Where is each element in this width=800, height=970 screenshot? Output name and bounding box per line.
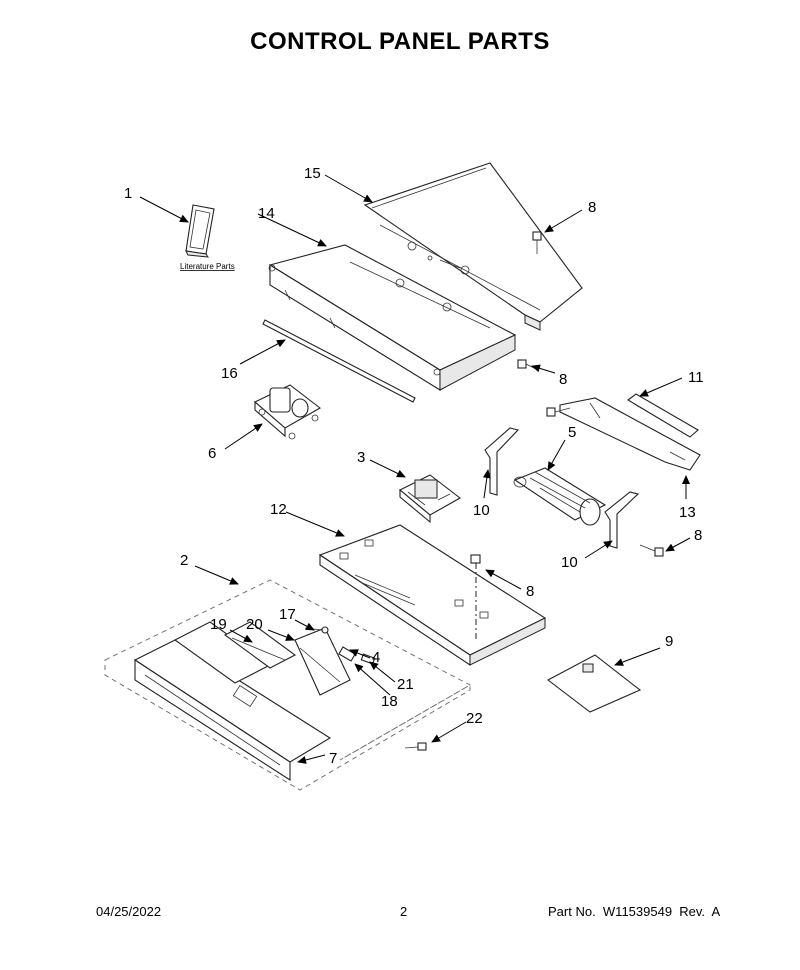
- control-board: [294, 627, 351, 696]
- cover-plate: [546, 654, 642, 713]
- literature-parts-label: Literature Parts: [180, 262, 235, 271]
- callout-10-right: 10: [561, 554, 578, 571]
- trim-strip: [627, 393, 699, 438]
- transformer-assembly: [254, 384, 321, 440]
- screw-8-top: [532, 231, 542, 254]
- callout-labels: 1 15 8 14 16 8 11 6 3 5 10 13 12 8 10 8 …: [124, 165, 704, 767]
- footer-date: 04/25/2022: [96, 904, 162, 919]
- callout-20: 20: [246, 616, 263, 633]
- callout-14: 14: [258, 205, 275, 222]
- callout-9: 9: [665, 633, 673, 650]
- display-board: [173, 621, 297, 684]
- callout-18: 18: [381, 693, 398, 710]
- cooling-fan: [513, 467, 607, 526]
- page-title: CONTROL PANEL PARTS: [250, 28, 550, 55]
- callout-5: 5: [568, 424, 576, 441]
- connector: [338, 646, 356, 662]
- callout-11: 11: [688, 369, 704, 386]
- rear-bracket: [559, 397, 701, 471]
- mounting-bracket-left: [484, 427, 520, 496]
- literature-booklet: [185, 204, 215, 258]
- callout-3: 3: [357, 449, 365, 466]
- callout-4: 4: [372, 649, 380, 666]
- assembly-outline: [104, 579, 471, 791]
- screw-8-chassis: [470, 554, 481, 640]
- callout-15: 15: [304, 165, 321, 182]
- screw-8-bracket: [546, 407, 571, 417]
- callout-16: 16: [221, 365, 238, 382]
- callout-8-right: 8: [694, 527, 702, 544]
- leader-lines: [139, 174, 691, 764]
- callout-8-top: 8: [588, 199, 596, 216]
- upper-rear-panel: [363, 162, 583, 331]
- callout-7: 7: [329, 750, 337, 767]
- callout-19: 19: [210, 616, 227, 633]
- callout-22: 22: [466, 710, 483, 727]
- footer-page-number: 2: [400, 904, 408, 919]
- callout-8-housing: 8: [559, 371, 567, 388]
- chassis-plate: [318, 524, 547, 667]
- callout-13: 13: [679, 504, 696, 521]
- callout-6: 6: [208, 445, 216, 462]
- callout-1: 1: [124, 185, 132, 202]
- screw-8-right: [639, 544, 664, 557]
- footer-part-number: Part No. W11539549 Rev. A: [548, 904, 721, 919]
- callout-12: 12: [270, 501, 287, 518]
- relay-board: [399, 474, 461, 524]
- callout-2: 2: [180, 552, 188, 569]
- screw-22: [404, 742, 427, 751]
- front-control-panel: [133, 639, 332, 782]
- gasket-strip: [262, 319, 416, 403]
- control-panel-housing: [268, 244, 517, 391]
- screw-8-housing: [517, 359, 539, 371]
- callout-8-chassis: 8: [526, 583, 534, 600]
- callout-10-left: 10: [473, 502, 490, 519]
- callout-21: 21: [397, 676, 414, 693]
- mounting-bracket-right: [604, 491, 640, 549]
- callout-17: 17: [279, 606, 296, 623]
